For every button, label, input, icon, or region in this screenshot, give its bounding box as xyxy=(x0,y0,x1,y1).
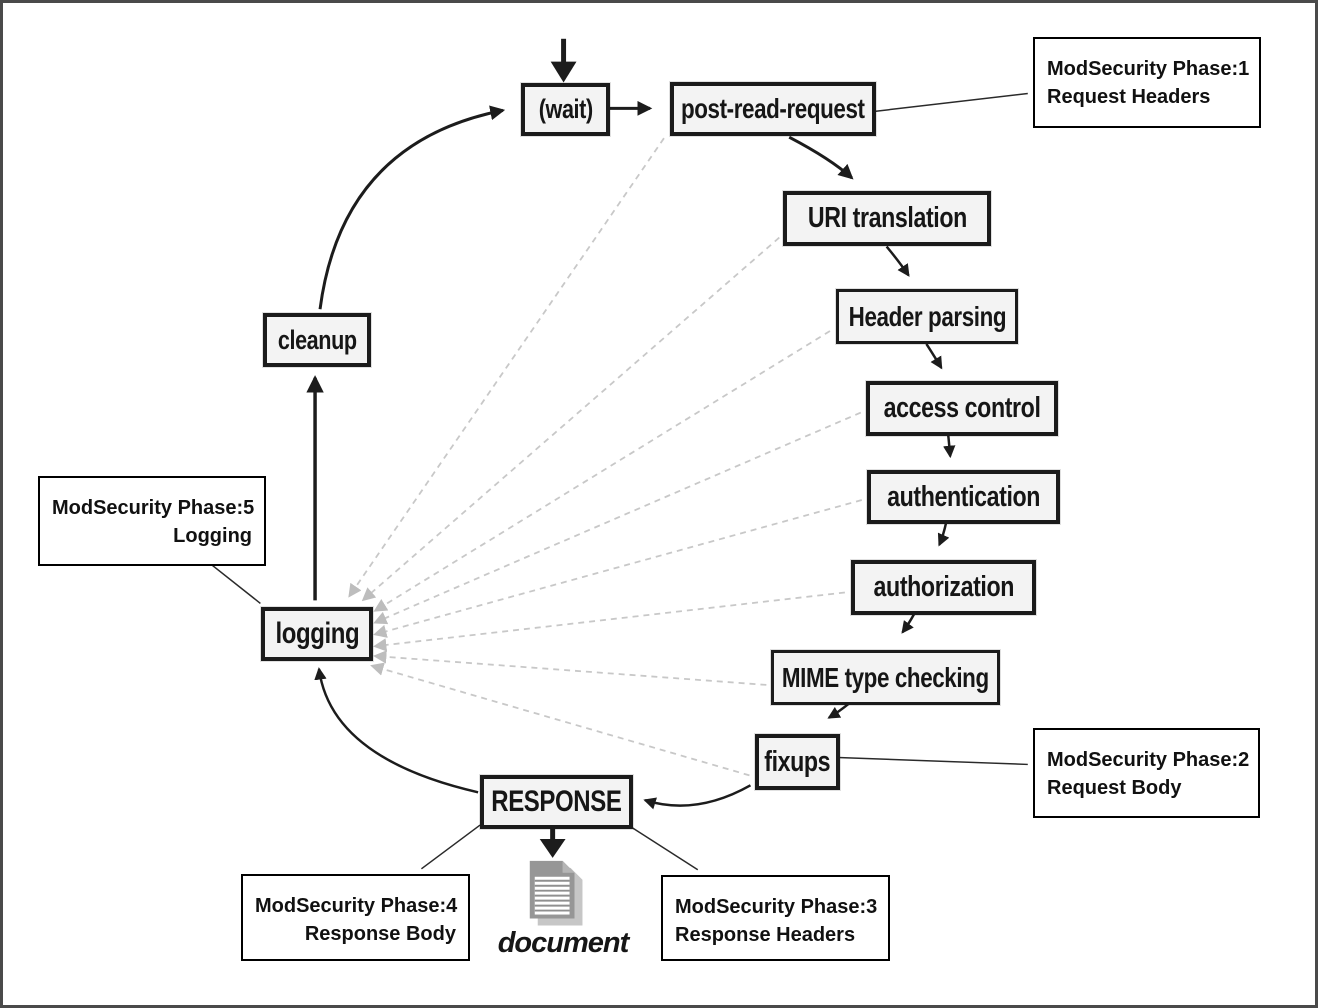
dashed-arrow-authentication-to-logging xyxy=(373,499,863,638)
callout-phase4-line2: Response Body xyxy=(304,923,456,945)
node-access-control: access control xyxy=(866,381,1058,436)
arrow-uri-translation-to-header-parsing xyxy=(885,245,910,277)
callout-phase5-line1: ModSecurity Phase:5 xyxy=(52,497,255,519)
document-label: document xyxy=(497,927,630,959)
arrow-access-control-to-authentication xyxy=(943,435,956,459)
node-logging-label: logging xyxy=(275,617,359,650)
node-authorization: authorization xyxy=(851,560,1036,615)
node-cleanup-label: cleanup xyxy=(277,324,357,355)
callout-modsecurity-phase2: ModSecurity Phase:2 Request Body xyxy=(1033,728,1260,818)
arrow-header-parsing-to-access-control xyxy=(925,343,943,370)
callout-phase1-line1: ModSecurity Phase:1 xyxy=(1047,58,1250,80)
dashed-arrow-mime-type-checking-to-logging xyxy=(373,650,767,686)
callout-phase3-line2: Response Headers xyxy=(675,924,856,946)
dashed-arrow-access-control-to-logging xyxy=(373,411,862,625)
connector-fixups-to-phase2 xyxy=(837,756,1028,766)
callout-phase3-line1: ModSecurity Phase:3 xyxy=(675,896,878,918)
dashed-arrow-uri-translation-to-logging xyxy=(361,236,780,602)
dashed-arrow-header-parsing-to-logging xyxy=(373,330,831,612)
node-fixups: fixups xyxy=(755,734,840,790)
node-logging: logging xyxy=(261,607,373,661)
callout-modsecurity-phase3: ModSecurity Phase:3 Response Headers xyxy=(661,875,890,961)
arrow-cleanup-to-wait xyxy=(318,105,506,310)
connector-phase5-to-logging xyxy=(207,561,261,604)
callout-phase4-line1: ModSecurity Phase:4 xyxy=(255,895,458,917)
arrow-fixups-to-response xyxy=(643,784,752,810)
request-entry-arrow xyxy=(550,38,577,83)
node-header-parsing: Header parsing xyxy=(836,289,1018,344)
callout-phase2-line2: Request Body xyxy=(1047,777,1182,799)
callout-modsecurity-phase5: ModSecurity Phase:5 Logging xyxy=(38,476,266,566)
connector-response-to-phase4 xyxy=(420,824,481,870)
node-post-read-request-label: post-read-request xyxy=(681,93,865,124)
response-to-document-arrow xyxy=(539,826,566,858)
arrow-authentication-to-authorization xyxy=(937,521,950,547)
arrow-post-read-request-to-uri-translation xyxy=(788,135,854,180)
callout-phase2-line1: ModSecurity Phase:2 xyxy=(1047,749,1250,771)
connector-post-read-request-to-phase1 xyxy=(874,92,1028,113)
arrow-authorization-to-mime-type-checking xyxy=(901,612,916,634)
node-header-parsing-label: Header parsing xyxy=(848,300,1006,332)
connector-response-to-phase3 xyxy=(627,824,699,871)
node-wait-label: (wait) xyxy=(538,94,593,124)
node-post-read-request: post-read-request xyxy=(670,82,876,136)
arrow-response-to-logging xyxy=(314,667,479,794)
node-authentication-label: authentication xyxy=(887,480,1040,513)
dashed-arrow-post-read-request-to-logging xyxy=(348,137,665,598)
document-icon xyxy=(529,860,583,926)
node-response: RESPONSE xyxy=(480,775,633,829)
node-wait: (wait) xyxy=(521,83,610,136)
arrow-mime-type-checking-to-fixups xyxy=(827,701,851,719)
dashed-arrow-authorization-to-logging xyxy=(373,591,845,652)
node-access-control-label: access control xyxy=(883,392,1041,424)
dashed-arrow-fixups-to-logging xyxy=(370,662,750,777)
node-authorization-label: authorization xyxy=(873,571,1014,603)
callout-phase5-line2: Logging xyxy=(173,525,252,547)
node-mime-type-checking: MIME type checking xyxy=(771,650,1000,705)
node-response-label: RESPONSE xyxy=(491,785,622,818)
node-cleanup: cleanup xyxy=(263,313,371,367)
node-uri-translation: URI translation xyxy=(783,191,991,246)
callout-modsecurity-phase4: ModSecurity Phase:4 Response Body xyxy=(241,874,470,961)
callout-modsecurity-phase1: ModSecurity Phase:1 Request Headers xyxy=(1033,37,1261,128)
node-uri-translation-label: URI translation xyxy=(807,202,967,234)
node-authentication: authentication xyxy=(867,470,1060,524)
node-mime-type-checking-label: MIME type checking xyxy=(782,661,989,693)
node-fixups-label: fixups xyxy=(764,745,831,778)
callout-phase1-line2: Request Headers xyxy=(1047,86,1211,108)
